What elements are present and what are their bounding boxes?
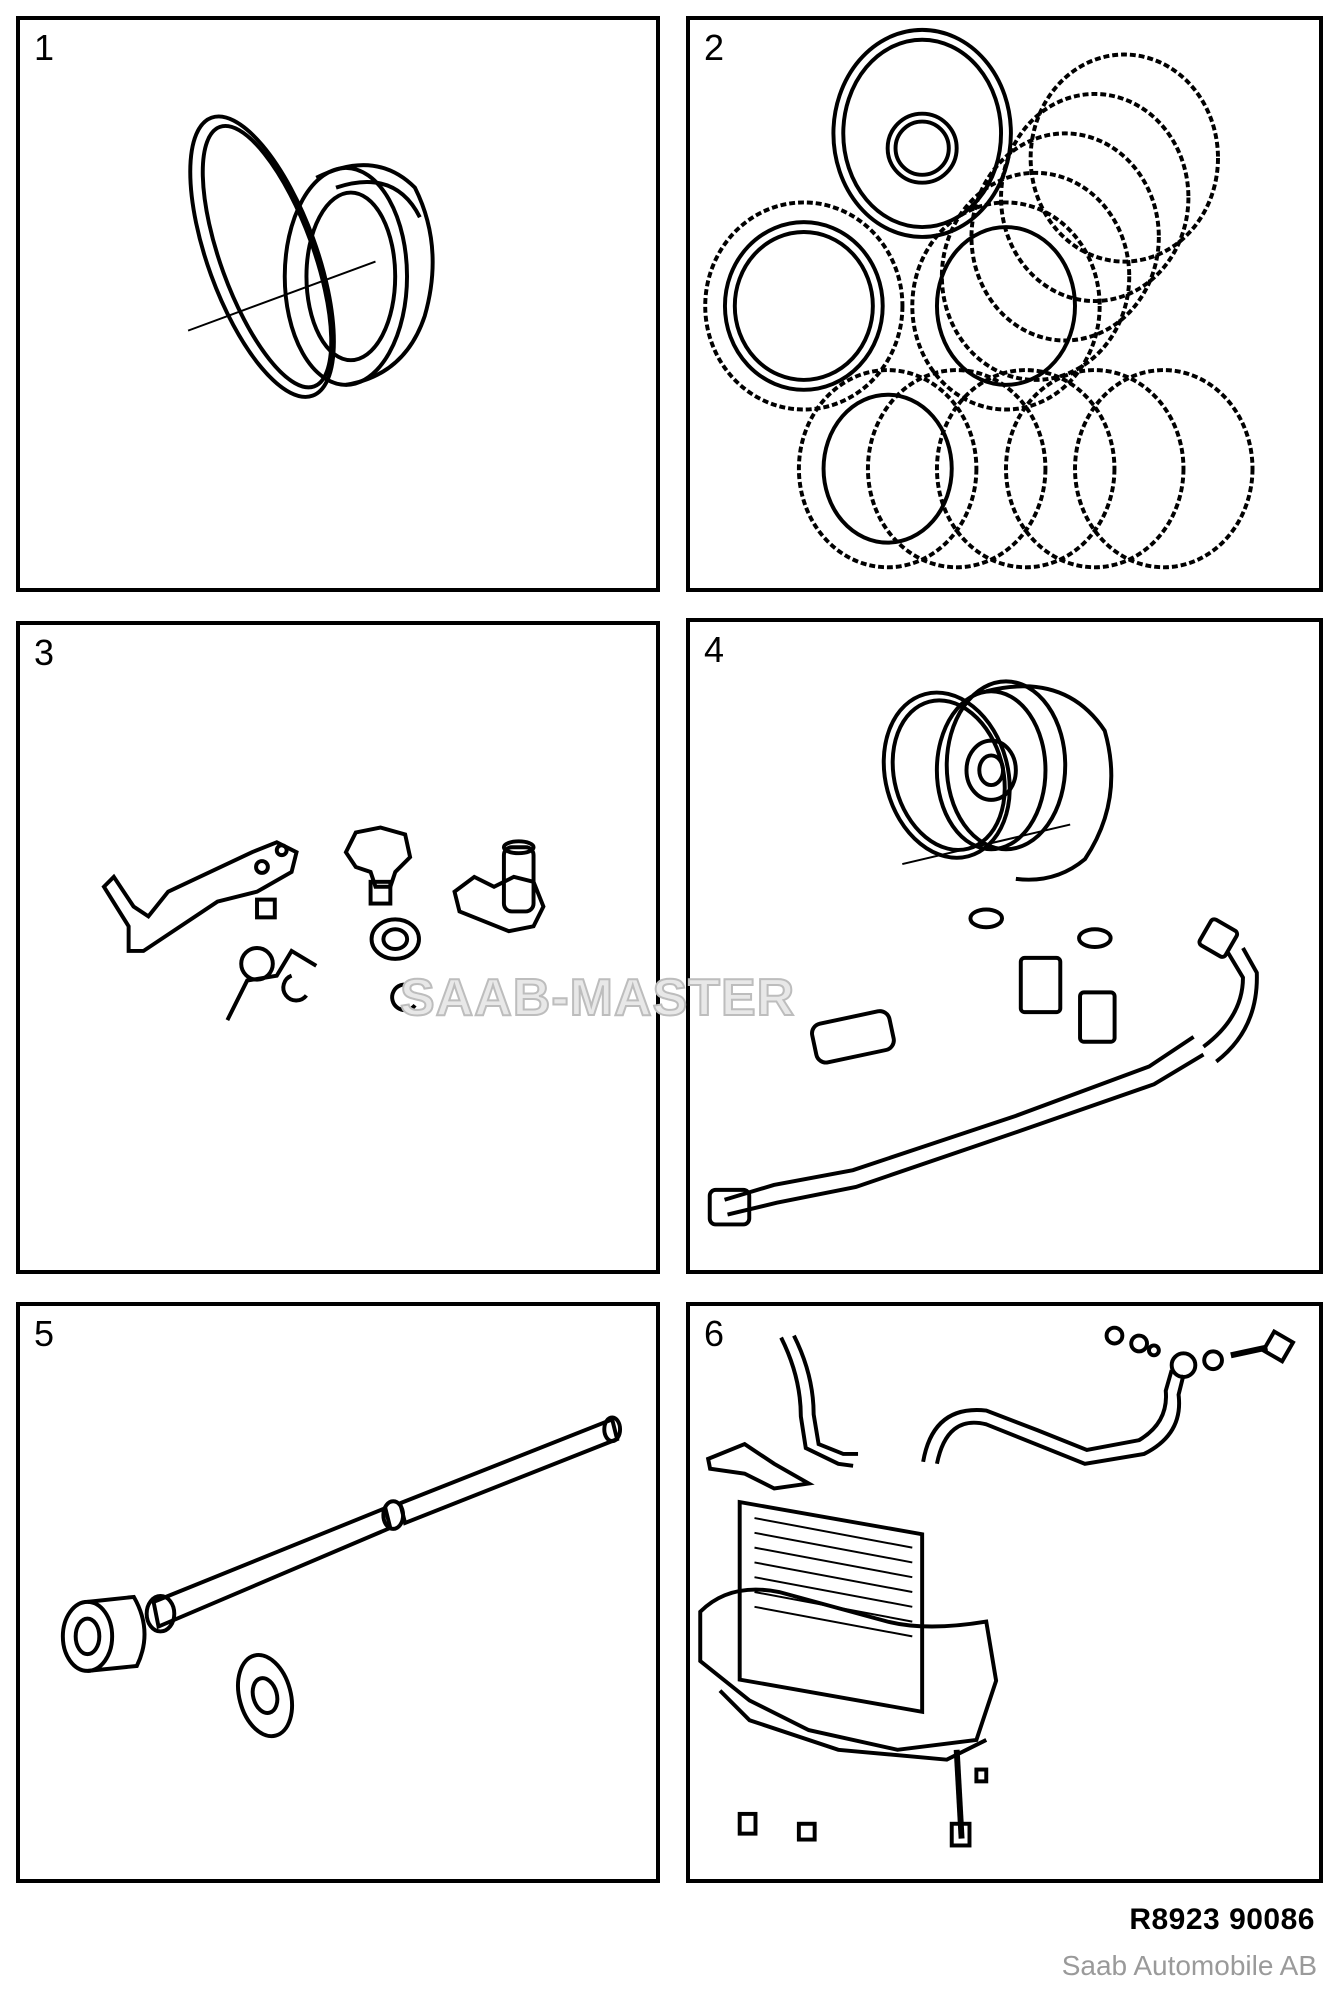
copyright-text: Saab Automobile AB bbox=[1061, 1950, 1317, 1981]
panel-number: 5 bbox=[34, 1313, 55, 1354]
panel-5: 5 bbox=[16, 1302, 660, 1883]
oil-cooler-assembly-drawing bbox=[698, 1325, 1296, 1848]
clutch-plates-drawing bbox=[703, 27, 1255, 570]
panel-number: 3 bbox=[34, 632, 55, 673]
reference-code: R8923 90086 bbox=[1129, 1903, 1315, 1936]
panel-2: 2 bbox=[686, 16, 1323, 592]
panel-3: 3 bbox=[16, 621, 660, 1274]
panel-number: 4 bbox=[704, 629, 725, 670]
panel-number: 6 bbox=[704, 1313, 725, 1354]
panel-number: 2 bbox=[704, 27, 725, 68]
panel-6: 6 bbox=[686, 1302, 1323, 1883]
piston-hose-fittings-drawing bbox=[707, 679, 1259, 1227]
shaft-bushing-drawing bbox=[60, 1415, 623, 1739]
panel-number: 1 bbox=[34, 27, 55, 68]
park-lever-springs-drawing bbox=[101, 825, 546, 1021]
panel-1: 1 bbox=[16, 16, 660, 592]
piston-seal-ring-drawing bbox=[187, 114, 435, 399]
watermark-text: SAAB-MASTER bbox=[399, 968, 796, 1028]
panel-4: 4 bbox=[686, 618, 1323, 1274]
